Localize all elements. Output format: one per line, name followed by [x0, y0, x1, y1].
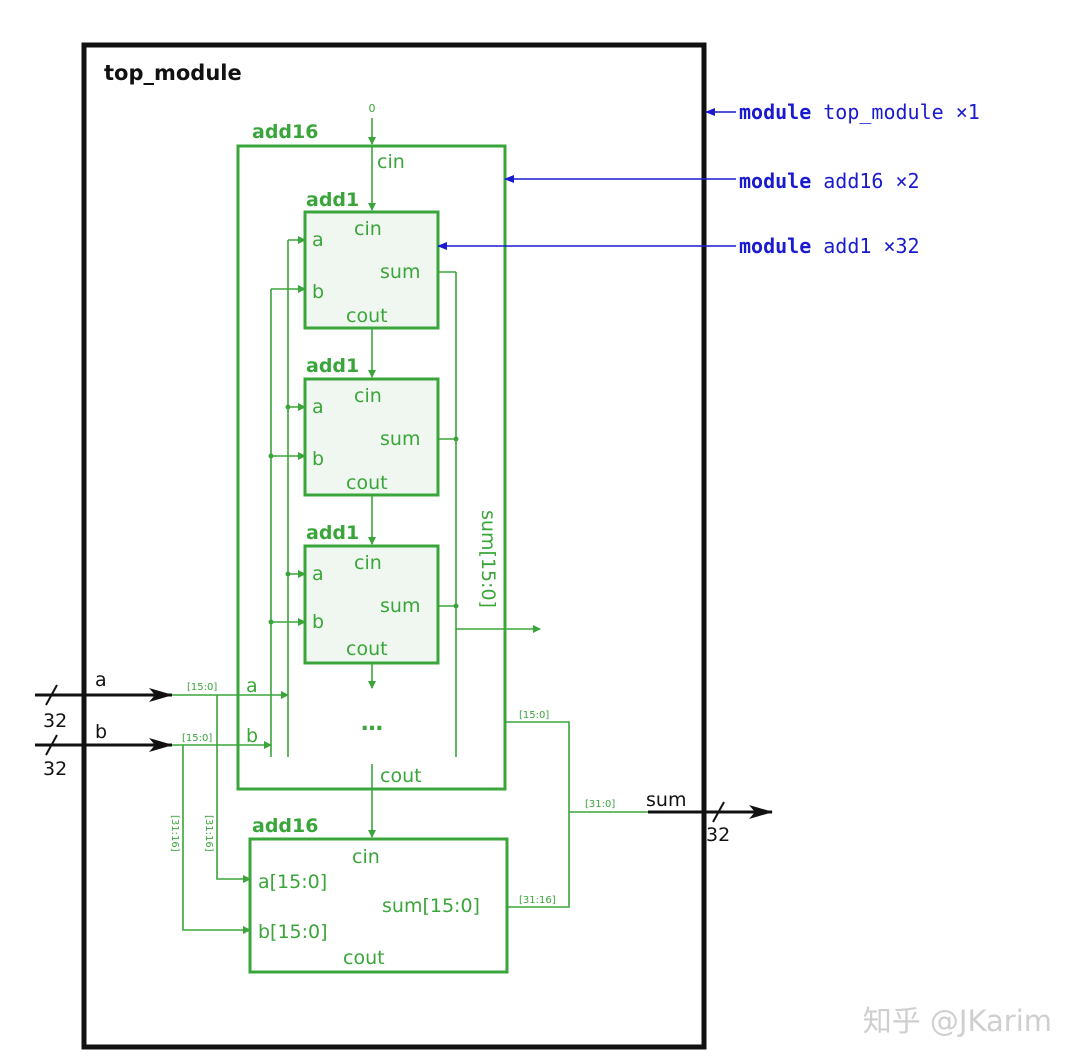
add16-bottom-b-label: b[15:0] [258, 921, 328, 943]
add1-box-2 [303, 377, 440, 497]
top-module-title: top_module [104, 61, 242, 85]
add1-title-1: add1 [306, 189, 359, 211]
add1-box-3 [303, 544, 440, 665]
add16-bottom-sum-label: sum[15:0] [382, 895, 480, 917]
a-junction-3 [285, 571, 291, 577]
a-inner-label: a [246, 675, 258, 697]
add16-top-cin-label: cin [377, 151, 405, 173]
add16-bottom-title: add16 [252, 815, 318, 837]
sum-lo-wire [505, 721, 570, 908]
add1-cout-label-1: cout [346, 305, 388, 327]
input-b-width: 32 [43, 758, 67, 780]
input-b-width-tick [45, 734, 58, 756]
b-lo-slice-label: [15:0] [182, 733, 212, 744]
add1-sum-label-1: sum [380, 261, 420, 283]
output-sum-width-tick [712, 801, 725, 823]
sum-bus-label: sum[15:0] [477, 510, 499, 608]
add16-bottom-box [248, 837, 509, 974]
add1-b-label-3: b [312, 611, 324, 633]
add1-a-label-1: a [312, 229, 324, 251]
top-module-box [81, 42, 707, 1050]
input-a-width-tick [45, 684, 58, 706]
sum-hi-slice-label: [31:16] [519, 895, 556, 906]
add16-top-title: add16 [252, 121, 318, 143]
add1-box-1 [303, 210, 440, 330]
sum-junction-2 [453, 436, 459, 442]
add16-bottom-cout-label: cout [343, 947, 385, 969]
add1-sum-label-2: sum [380, 428, 420, 450]
add1-cin-label-3: cin [354, 552, 382, 574]
a-junction-2 [285, 404, 291, 410]
add1-a-label-2: a [312, 396, 324, 418]
add1-b-label-2: b [312, 448, 324, 470]
sum-lo-slice-label: [15:0] [519, 710, 549, 721]
add1-b-label-1: b [312, 281, 324, 303]
b-hi-slice-wire [182, 745, 251, 934]
add16-top-cout-label: cout [380, 765, 422, 787]
ellipsis: … [361, 711, 383, 736]
add16-bottom-a-label: a[15:0] [258, 871, 327, 893]
add16-bottom-cin-label: cin [352, 846, 380, 868]
input-b-label: b [95, 721, 107, 743]
a-hi-slice-label: [31:16] [203, 815, 214, 852]
b-inner-label: b [246, 725, 258, 747]
output-sum-width: 32 [706, 824, 730, 846]
add1-sum-label-3: sum [380, 595, 420, 617]
input-a-width: 32 [43, 710, 67, 732]
add1-title-2: add1 [306, 355, 359, 377]
a-hi-slice-wire [216, 695, 251, 883]
add1-title-3: add1 [306, 522, 359, 544]
b-hi-slice-label: [31:16] [169, 815, 180, 852]
add1-cin-label-2: cin [354, 385, 382, 407]
add1-cin-label-1: cin [354, 218, 382, 240]
add1-a-label-3: a [312, 563, 324, 585]
sum-junction-3 [453, 603, 459, 609]
add1-cout-label-2: cout [346, 472, 388, 494]
b-junction-2 [268, 453, 274, 459]
watermark: 知乎 @JKarim [863, 1004, 1052, 1038]
input-a-label: a [95, 669, 107, 691]
constant-zero-label: 0 [369, 102, 376, 115]
sum-all-slice-label: [31:0] [585, 799, 615, 810]
add1-cout-label-3: cout [346, 638, 388, 660]
a-lo-slice-label: [15:0] [187, 682, 217, 693]
b-junction-3 [268, 619, 274, 625]
output-sum-label: sum [646, 789, 686, 811]
